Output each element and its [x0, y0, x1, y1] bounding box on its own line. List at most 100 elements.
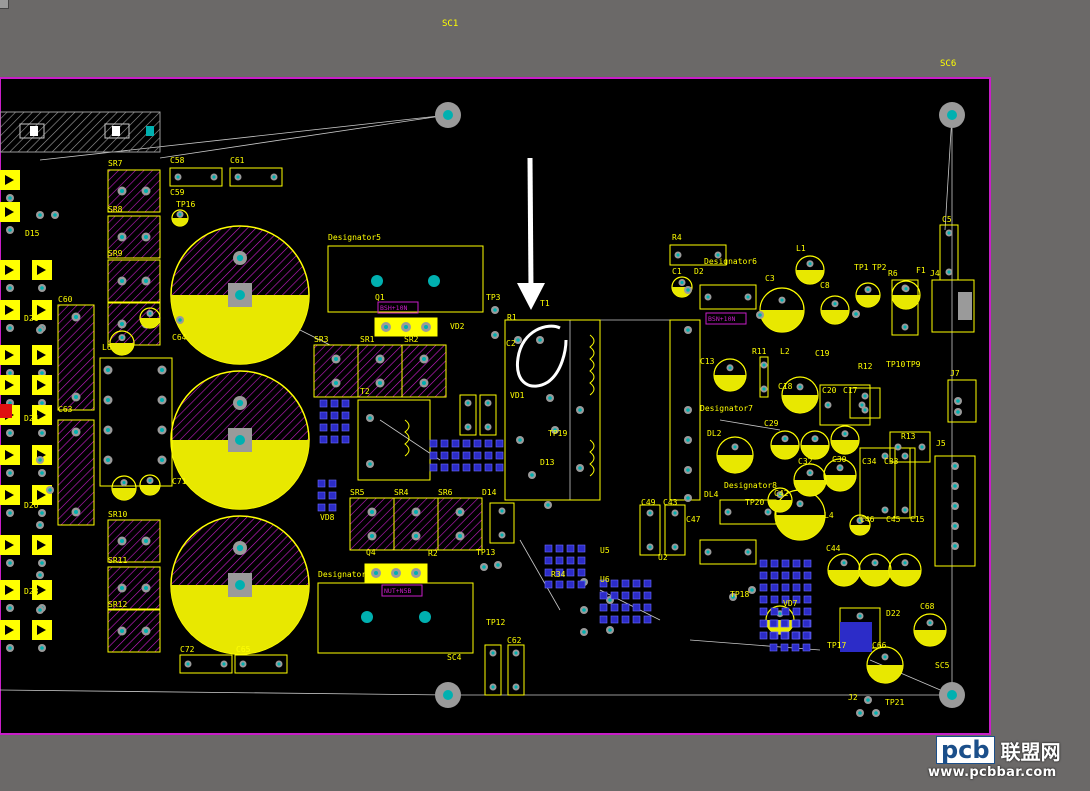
via [119, 278, 125, 284]
polarity-fill [714, 375, 746, 391]
via [866, 288, 870, 292]
diode-icon [37, 350, 46, 360]
via [953, 504, 957, 508]
smd-pad [577, 544, 586, 553]
designator-label: SR6 [438, 488, 453, 497]
mounting-holes [435, 102, 965, 708]
via [778, 612, 782, 616]
smd-pad [429, 451, 438, 460]
designator-label: DL4 [704, 490, 719, 499]
designator-label: C29 [764, 419, 779, 428]
via [706, 550, 710, 554]
designator-label: TP21 [885, 698, 904, 707]
via [159, 367, 165, 373]
designator-label: TP18 [730, 590, 749, 599]
designator-label: D13 [540, 458, 555, 467]
designator-label: L1 [796, 244, 806, 253]
smd-pad [484, 463, 493, 472]
via [421, 380, 427, 386]
designator-label: SR2 [404, 335, 419, 344]
designator-label: D15 [25, 229, 40, 238]
smd-pad [473, 463, 482, 472]
via [333, 356, 339, 362]
via [766, 510, 770, 514]
designator-label: TP1 [854, 263, 869, 272]
smd-pad [451, 451, 460, 460]
via [903, 325, 907, 329]
diode-icon [5, 265, 14, 275]
via [746, 550, 750, 554]
smd-pad [495, 463, 504, 472]
via [421, 356, 427, 362]
watermark-logo-text: pcb [936, 736, 995, 764]
smd-pad [621, 615, 630, 624]
smd-pad [341, 411, 350, 420]
smd-pad [803, 583, 812, 592]
via [578, 408, 582, 412]
designator-label: C45 [886, 515, 901, 524]
component-outline [859, 447, 911, 519]
smd-pad [802, 643, 811, 652]
designator-label: SR12 [108, 600, 127, 609]
via [947, 270, 951, 274]
via [903, 454, 907, 458]
component-outline [849, 387, 881, 419]
via [8, 228, 12, 232]
via [148, 478, 152, 483]
smd-pad [566, 580, 575, 589]
smd-pad [803, 595, 812, 604]
via [222, 662, 226, 666]
designator-label: C62 [507, 636, 522, 645]
via [8, 401, 12, 405]
via [680, 280, 684, 285]
via [516, 338, 520, 342]
designator-label: VD1 [510, 391, 525, 400]
smd-pad [341, 399, 350, 408]
window-corner [0, 0, 9, 9]
sr-box [313, 344, 359, 398]
designator-label: SR11 [108, 556, 127, 565]
diode-array [0, 170, 52, 652]
q4-transistor [364, 563, 428, 583]
via [457, 509, 463, 515]
designator-label: Designator6 [704, 257, 757, 266]
via [368, 462, 372, 466]
designator-label: Designator5 [328, 233, 381, 242]
via [235, 435, 245, 445]
sr-box [107, 519, 161, 563]
smd-pad [780, 643, 789, 652]
component-outline [639, 504, 661, 556]
via [496, 563, 500, 567]
designator-label: SR3 [314, 335, 329, 344]
smd-pad [328, 491, 337, 500]
smd-pad [759, 619, 768, 628]
sr-box [107, 215, 161, 259]
smd-pad [759, 631, 768, 640]
polarity-fill [889, 570, 921, 586]
via [143, 538, 149, 544]
via [514, 685, 518, 689]
via [863, 408, 867, 412]
designator-label: SR5 [350, 488, 365, 497]
designator-label: C61 [230, 156, 245, 165]
designator-label: Q1 [375, 293, 385, 302]
diode-icon [37, 410, 46, 420]
polarity-fill [112, 488, 136, 500]
designator-label: J5 [936, 439, 946, 448]
designator-label: C18 [778, 382, 793, 391]
designator-label: R11 [752, 347, 767, 356]
via [833, 302, 837, 306]
smd-pad [769, 631, 778, 640]
via [105, 457, 111, 463]
smd-pad [791, 631, 800, 640]
designator-label: C65 [236, 645, 251, 654]
sr-box [107, 609, 161, 653]
via [582, 630, 586, 634]
polarity-fill [824, 475, 856, 491]
smd-pad [566, 568, 575, 577]
via [53, 213, 57, 217]
via [73, 394, 79, 400]
smd-pad [632, 603, 641, 612]
via [530, 473, 534, 477]
